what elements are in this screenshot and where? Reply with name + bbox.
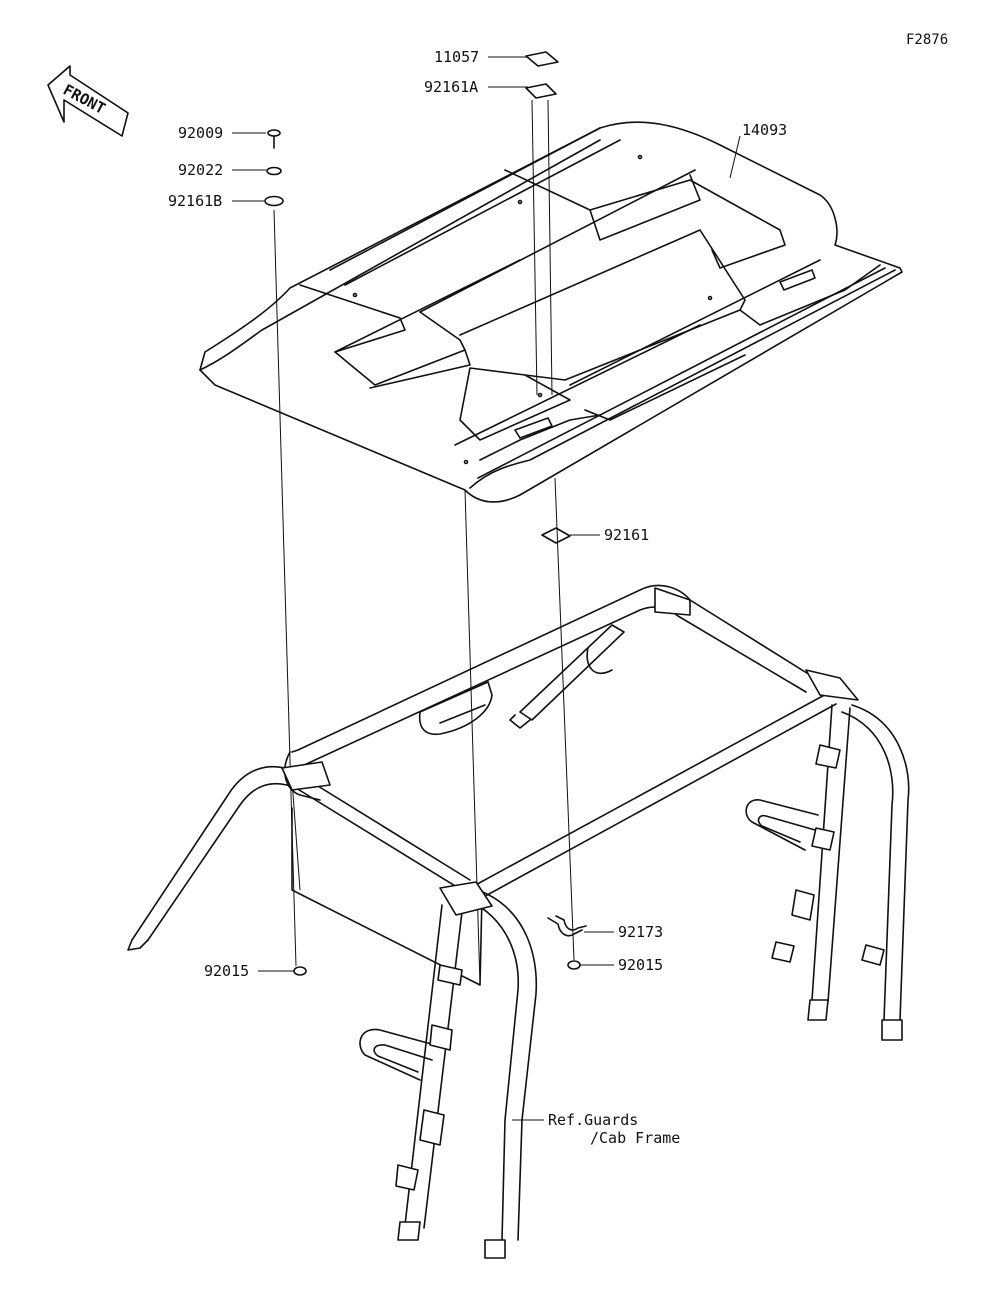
part-label-92015-right: 92015 (618, 956, 664, 974)
nut-92015-right (567, 960, 581, 970)
part-label-92009: 92009 (178, 124, 224, 142)
reference-label-line2: /Cab Frame (590, 1129, 681, 1147)
cab-frame-reference (127, 584, 910, 1259)
washer-92161B (264, 195, 284, 207)
part-label-92161b: 92161B (168, 192, 223, 210)
plate-11057 (525, 51, 559, 67)
part-label-92161: 92161 (604, 526, 650, 544)
reference-label-line1: Ref.Guards (548, 1111, 639, 1129)
pad-92161 (541, 527, 571, 544)
pad-92161A (525, 83, 557, 99)
clamp-92173 (547, 915, 587, 937)
part-label-92173: 92173 (618, 923, 664, 941)
figure-code: F2876 (906, 32, 949, 48)
bolt-92009 (267, 129, 281, 149)
washer-92022 (266, 166, 282, 176)
part-label-11057: 11057 (434, 48, 480, 66)
nut-92015-left (293, 966, 307, 976)
front-arrow-icon: FRONT (47, 65, 129, 137)
part-label-92015-left: 92015 (204, 962, 250, 980)
part-label-14093: 14093 (742, 121, 788, 139)
leader-lines (232, 56, 741, 1121)
part-label-92022: 92022 (178, 161, 224, 179)
part-label-92161a: 92161A (424, 78, 479, 96)
